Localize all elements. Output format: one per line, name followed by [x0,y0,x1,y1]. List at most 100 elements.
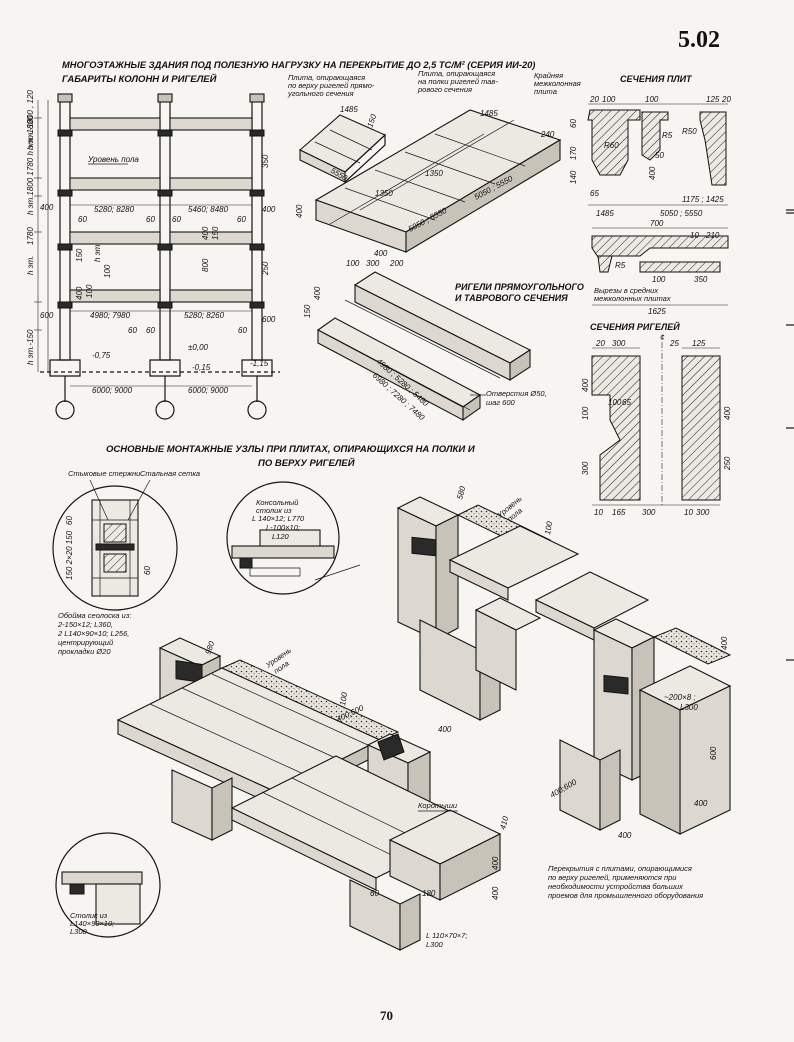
dimension-label: И ТАВРОВОГО СЕЧЕНИЯ [455,293,568,303]
dimension-label: угольного сечения [287,89,354,98]
dimension-label: 600 [709,746,718,760]
sheet-number: 5.02 [678,27,720,53]
dimension-label: 1350 [375,189,393,198]
dimension-label: 240 [540,130,555,139]
dimension-label: -1,15 [250,359,269,368]
dimension-label: 5460; 8480 [188,205,229,214]
dimension-label: Стальная сетка [140,469,200,478]
dimension-label: 100 [85,284,94,298]
dimension-label: 400 [648,166,657,180]
dimension-label: L300 [680,703,698,712]
dimension-label: 210 [705,231,720,240]
dimension-label: 150 [365,113,378,129]
dimension-label: по верху ригелей прямо- [288,81,375,90]
dimension-label: 700 [650,219,664,228]
dimension-label: 300 [642,508,656,517]
page-number: 70 [380,1008,393,1023]
dimension-label: 580 [455,485,467,501]
dimension-label: 60 [146,326,155,335]
dimension-label: 20 [595,339,605,348]
dimension-label: 100 [652,275,666,284]
dimension-label: L300 [426,940,444,949]
detail-circle-table: Столик из L140×90×10; L300 [55,832,161,938]
dimension-label: 140 [569,170,578,184]
dimension-label: межколонных плитах [594,294,671,303]
dimension-label: 250 [723,456,732,471]
dimension-label: Коротыши [418,801,458,810]
dimension-label: 125 [706,95,720,104]
dimension-label: -0,15 [192,363,211,372]
dimension-label: 2-150×12; L360, [57,620,113,629]
dimension-label: 100 [346,259,360,268]
dimension-label: 180 [422,889,436,898]
dimension-label: 6000; 9000 [188,386,229,395]
dimension-label: 100 [602,95,616,104]
dimension-label: Вырезы в средних [594,286,658,295]
dimension-label: Столик из [70,911,108,920]
dimension-label: L120 [272,532,290,541]
dimension-label: 100 [608,398,622,407]
dimension-label: Крайняя [534,71,563,80]
dimension-label: 300 [696,508,710,517]
dimension-label: 5280; 8260 [184,311,225,320]
dimension-label: h эт.-150 [26,329,35,365]
slab-sections: СЕЧЕНИЯ ПЛИТ 20 100 100 125 20 R5 R60 R5… [569,74,731,316]
dimension-label: h эт. [26,256,35,275]
dimension-label: 150 [75,248,84,262]
dimension-label: 165 [612,508,626,517]
dimension-label: 350 [261,154,270,168]
dimension-label: 1350 [425,169,443,178]
detail-circle-column-joint: Стыковые стержни Стальная сетка 60 150 2… [52,469,200,656]
dimension-label: 250 [261,261,270,276]
dimension-label: 20 [721,95,731,104]
dimension-label: 60 [238,326,247,335]
dimension-label: 400 [262,205,276,214]
dimension-label: на полки ригелей тав- [418,77,498,86]
main-title: МНОГОЭТАЖНЫЕ ЗДАНИЯ ПОД ПОЛЕЗНУЮ НАГРУЗК… [62,60,535,70]
dimension-label: 600 [40,311,54,320]
note-line-1: Перекрытия с плитами, опирающимися [548,864,692,873]
dimension-label: 60 [569,119,578,128]
dimension-label: 400 [40,203,54,212]
dimension-label: L 140×12; L770 [252,514,305,523]
dimension-label: центрирующий [58,638,114,647]
dimension-label: ±0,00 [188,343,209,352]
dimension-label: h эт. [93,243,102,262]
assembly-isometric-right: 400 ~200×8 ; L300 600 400 400;600 400 [534,571,732,840]
dimension-label: 300 [366,259,380,268]
dimension-label: 100 [581,406,590,420]
dimension-label: 980 [203,640,216,656]
dimension-label: 1625 [648,307,666,316]
dimension-label: 60 [65,516,74,525]
dimension-label: 300 [612,339,626,348]
dimension-label: 100 [543,520,554,535]
dimension-label: 125 [692,339,706,348]
dimension-label: 60 [172,215,181,224]
dimension-label: 150 [303,304,312,318]
dimension-label: 400 [75,286,84,300]
dimension-label: Плита, опирающаяся [288,73,365,82]
dimension-label: 300 [581,461,590,475]
dimension-label: СЕЧЕНИЯ РИГЕЛЕЙ [590,321,680,332]
dimension-label: столик из [256,506,292,515]
dimension-label: 2 L140×90×10; L256, [57,629,129,638]
dimension-label: R50 [682,127,697,136]
dimension-label: 60 [128,326,137,335]
dimension-label: -0,75 [92,351,111,360]
detail-circle-console: Консольный столик из L 140×12; L770 L-10… [226,481,361,595]
dimension-label: Стыковые стержни [68,469,141,478]
dimension-label: 100 [103,264,112,278]
dimension-label: необходимости устройства больших [548,882,683,891]
dimension-label: 25 [669,339,679,348]
dimension-label: 60 [237,215,246,224]
dimension-label: 60 [143,566,152,575]
dimension-label: 50 [655,151,664,160]
dimension-label: 1485 [340,105,358,114]
dimension-label: 65 [622,398,631,407]
dimension-label: 800 [201,258,210,272]
dimension-label: шаг 600 [486,398,516,407]
dimension-label: 60 [370,889,379,898]
dimension-label: плита [534,87,557,96]
dimension-label: 10 [690,231,699,240]
